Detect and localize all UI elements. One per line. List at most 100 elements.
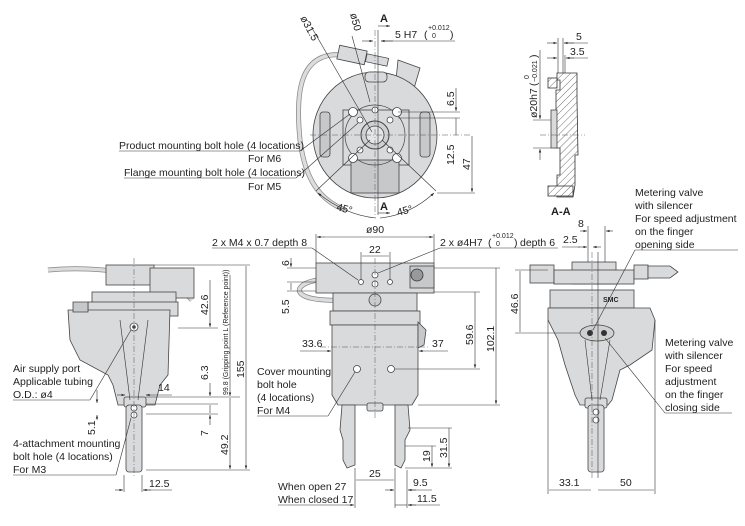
attach-bolt-size: For M3: [13, 464, 46, 476]
closed-width-label: When closed 17: [278, 494, 353, 506]
cover-bolt-hole: [353, 365, 361, 373]
close-valve-adjustment: adjustment: [665, 376, 716, 388]
section-title: A-A: [551, 206, 571, 218]
dim-37: 37: [432, 338, 444, 350]
section-mark-top: A: [380, 13, 388, 25]
section-dim-5: 5: [576, 31, 582, 43]
svg-text:(: (: [528, 82, 540, 86]
close-valve-side: closing side: [665, 402, 720, 414]
open-valve-silencer: with silencer: [634, 200, 693, 212]
shaft-dia-label: ø20h7: [528, 88, 540, 118]
fitting: [647, 265, 679, 279]
air-port-tubing: Applicable tubing: [13, 376, 93, 388]
body: [67, 309, 171, 406]
pin-hole-tol-upper: +0.012: [428, 25, 450, 32]
open-valve-finger: on the finger: [635, 226, 694, 238]
right-view: SMC 8 2.5 46.6 33.1 50 Met: [509, 187, 738, 494]
logo: SMC: [603, 297, 619, 304]
finger-right: [394, 404, 411, 469]
tap-label: 2 x M4 x 0.7 depth 8: [212, 237, 307, 249]
dim-25: 25: [369, 468, 381, 480]
pin-hole-fit-label: 5 H7: [395, 29, 417, 41]
dim-12-5: 12.5: [445, 144, 457, 165]
pin-label-suffix: depth 6: [520, 237, 555, 249]
dim-46-6: 46.6: [509, 293, 521, 314]
left-dim-5-1: 5.1: [86, 420, 98, 435]
product-bolt-label: Product mounting bolt hole (4 locations): [119, 140, 304, 152]
svg-text:): ): [450, 29, 454, 41]
flange-bolt-label: Flange mounting bolt hole (4 locations): [124, 167, 305, 179]
shaft-tol-upper: 0: [524, 75, 531, 79]
attach-bolt-label: 4-attachment mounting: [13, 438, 121, 450]
dim-11-5: 11.5: [417, 493, 437, 505]
left-dim-99-8: 99.8 (Gripping point L (Reference point)…: [223, 270, 230, 395]
dim-6-5: 6.5: [445, 91, 457, 106]
left-dim-6-3: 6.3: [199, 365, 211, 380]
front-view: ø90 22 2 x M4 x 0.7 depth 8 2 x ø4H7 ( +…: [212, 224, 558, 508]
pin-tol-lower: 0: [496, 241, 500, 248]
pin-label-prefix: 2 x ø4H7: [440, 237, 483, 249]
left-dim-12-5: 12.5: [149, 478, 170, 490]
dim-59-6: 59.6: [464, 324, 476, 345]
dim-22: 22: [369, 244, 381, 256]
section-mark-bottom: A: [380, 201, 388, 213]
flange-bolt-hole: [356, 106, 394, 154]
air-port-label: Air supply port: [13, 363, 80, 375]
open-valve-purpose: For speed adjustment: [635, 213, 737, 225]
metering-valve: [579, 324, 615, 342]
close-valve-label: Metering valve: [665, 337, 733, 349]
dim-2-5: 2.5: [563, 234, 578, 246]
svg-text:(: (: [424, 29, 428, 41]
left-dim-155: 155: [235, 360, 247, 378]
pin-hole-tol-lower: 0: [432, 33, 436, 40]
product-bolt-hole: [348, 153, 358, 163]
svg-text:(: (: [488, 237, 492, 249]
cover-bolt-hole-text: bolt hole: [257, 379, 297, 391]
svg-text:): ): [528, 55, 540, 59]
angle-left: 45°: [335, 201, 353, 217]
cover-bolt-hole: [387, 365, 395, 373]
dim-50: 50: [620, 477, 632, 489]
product-bolt-hole: [392, 153, 402, 163]
left-dim-7: 7: [199, 430, 211, 436]
cover-bolt-label: Cover mounting: [257, 366, 331, 378]
product-bolt-size: For M6: [248, 153, 281, 165]
dim-33-1: 33.1: [559, 477, 580, 489]
cover-bolt-size: For M4: [257, 405, 290, 417]
angle-right: 45°: [396, 203, 414, 219]
connector: [336, 44, 368, 66]
pin-tol-upper: +0.012: [492, 233, 514, 240]
svg-text:): ): [514, 237, 518, 249]
dia-50-label: ø50: [347, 12, 363, 33]
dia-90-label: ø90: [366, 224, 384, 236]
dim-19: 19: [421, 450, 433, 462]
attach-bolt-count: bolt hole (4 locations): [13, 451, 113, 463]
finger-left: [339, 404, 356, 469]
left-dim-42-6: 42.6: [199, 294, 211, 315]
dim-8: 8: [578, 218, 584, 230]
dim-6: 6: [280, 260, 292, 266]
air-port-od: O.D.: ø4: [13, 389, 53, 401]
section-view: 5 3.5 ø20h7 ( 0 −0.021 ) A-A: [524, 31, 588, 218]
open-width-label: When open 27: [278, 481, 346, 493]
dim-9-5: 9.5: [413, 477, 428, 489]
open-valve-label: Metering valve: [635, 187, 703, 199]
section-dim-3-5: 3.5: [570, 46, 585, 58]
close-valve-finger: on the finger: [665, 389, 724, 401]
shaft-tol-lower: −0.021: [532, 60, 539, 82]
connector-port: [410, 268, 424, 282]
open-valve-side: opening side: [635, 239, 695, 251]
product-bolt-hole: [348, 107, 358, 117]
dim-47: 47: [461, 158, 473, 170]
close-valve-purpose: For speed: [665, 363, 712, 375]
dim-33-6: 33.6: [302, 338, 323, 350]
dim-31-5: 31.5: [438, 437, 450, 458]
left-dim-49-2: 49.2: [219, 434, 231, 455]
dim-5-5: 5.5: [280, 299, 292, 314]
flange-bolt-size: For M5: [248, 181, 281, 193]
left-view: 42.6 99.8 (Gripping point L (Reference p…: [13, 258, 250, 492]
body: [547, 307, 656, 406]
dia-31-5-label: ø31.5: [297, 14, 320, 43]
close-valve-silencer: with silencer: [664, 350, 723, 362]
